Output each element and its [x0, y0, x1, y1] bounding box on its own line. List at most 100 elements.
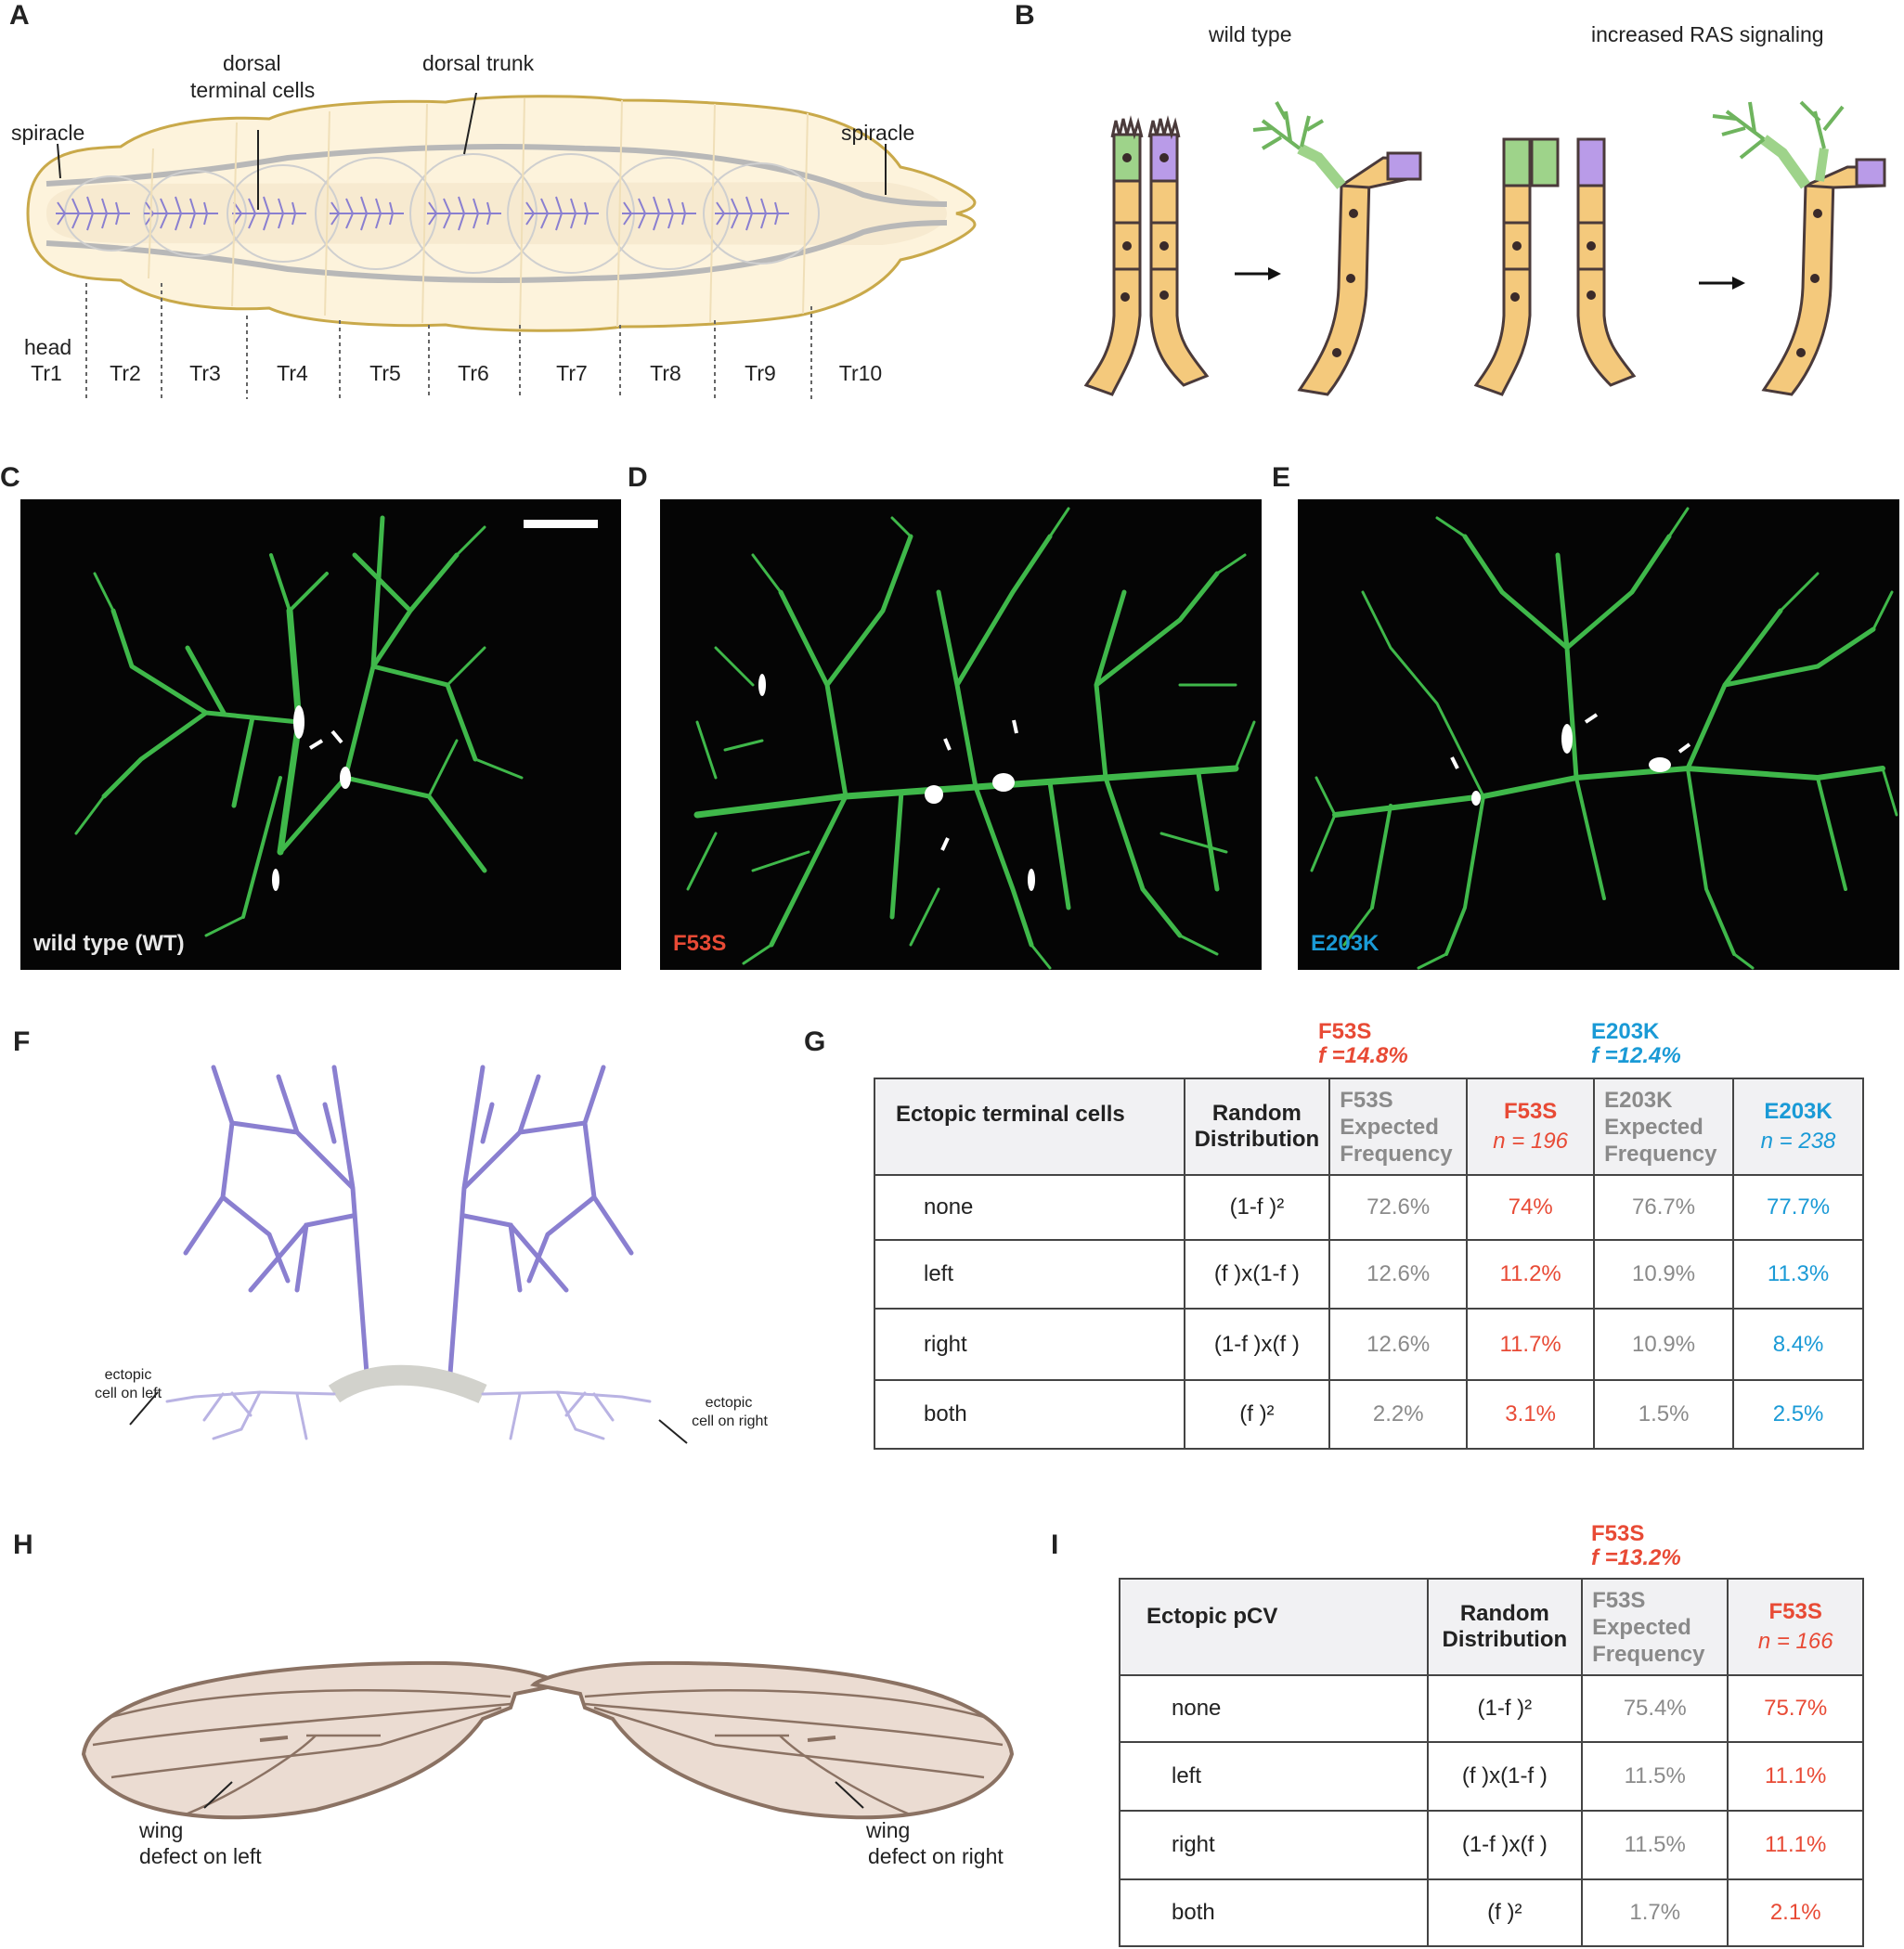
panel-label-d: D: [628, 462, 648, 493]
g-header-ectopic: Ectopic terminal cells: [874, 1078, 1185, 1176]
label-increased-ras: increased RAS signaling: [1591, 22, 1824, 46]
row-formula: (f )x(1-f ): [1183, 1239, 1331, 1310]
segment-label: Tr10: [838, 361, 883, 385]
row-f53s-observed: 11.2%: [1466, 1239, 1596, 1310]
panel-label-e: E: [1272, 462, 1291, 493]
panel-label-g: G: [804, 1026, 826, 1057]
i-header-ectopic: Ectopic pCV: [1119, 1578, 1429, 1676]
row-e203k-expected: 1.5%: [1593, 1379, 1735, 1450]
row-e203k-expected: 10.9%: [1593, 1308, 1735, 1381]
panel-label-i: I: [1051, 1530, 1059, 1560]
wing-left: [81, 1660, 566, 1820]
row-formula: (f )²: [1426, 1878, 1584, 1947]
panel-label-a: A: [9, 0, 30, 31]
label-spiracle-left: spiracle: [11, 121, 85, 145]
row-e203k-observed: 77.7%: [1732, 1174, 1864, 1241]
g-e203k-name: E203K: [1591, 1019, 1660, 1044]
row-e203k-observed: 8.4%: [1732, 1308, 1864, 1381]
row-f53s-observed: 11.1%: [1727, 1741, 1864, 1812]
table-row: none (1-f )² 75.4% 75.7%: [1119, 1674, 1864, 1743]
row-f53s-observed: 11.7%: [1466, 1308, 1596, 1381]
label-wing-left-1: wing: [139, 1818, 184, 1842]
label-terminal-cells: terminal cells: [190, 78, 316, 102]
micrograph-label-e203k: E203K: [1311, 931, 1379, 956]
row-label: both: [1119, 1878, 1429, 1947]
branching-diagram: [1083, 100, 1886, 396]
i-f53s-name: F53S: [1591, 1521, 1645, 1546]
i-f53s-f: f =13.2%: [1591, 1545, 1681, 1570]
row-formula: (1-f )x(f ): [1426, 1810, 1584, 1880]
row-label: none: [874, 1174, 1185, 1241]
row-e203k-expected: 10.9%: [1593, 1239, 1735, 1310]
micrograph-f53s: F53S: [660, 499, 1262, 970]
label-wild-type: wild type: [1209, 22, 1292, 46]
row-e203k-observed: 2.5%: [1732, 1379, 1864, 1450]
segment-label: Tr3: [189, 361, 221, 385]
row-label: right: [1119, 1810, 1429, 1880]
row-f53s-observed: 3.1%: [1466, 1379, 1596, 1450]
segment-label: Tr5: [369, 361, 401, 385]
panel-label-h: H: [13, 1530, 33, 1560]
segment-label: Tr2: [110, 361, 141, 385]
table-row: right (1-f )x(f ) 12.6% 11.7% 10.9% 8.4%: [874, 1308, 1864, 1381]
row-label: left: [1119, 1741, 1429, 1812]
g-e203k-f: f =12.4%: [1591, 1043, 1681, 1068]
row-f53s-expected: 75.4%: [1581, 1674, 1729, 1743]
row-f53s-expected: 11.5%: [1581, 1810, 1729, 1880]
row-label: both: [874, 1379, 1185, 1450]
row-f53s-observed: 2.1%: [1727, 1878, 1864, 1947]
segment-label: Tr7: [556, 361, 588, 385]
segment-label: Tr1: [31, 361, 62, 385]
row-label: left: [874, 1239, 1185, 1310]
dorsal-trunk-upper: [45, 144, 948, 207]
table-row: left (f )x(1-f ) 12.6% 11.2% 10.9% 11.3%: [874, 1239, 1864, 1310]
panel-label-c: C: [0, 462, 20, 493]
row-formula: (f )x(1-f ): [1426, 1741, 1584, 1812]
row-f53s-observed: 74%: [1466, 1174, 1596, 1241]
segment-label: Tr6: [458, 361, 489, 385]
panel-label-f: F: [13, 1026, 31, 1057]
scale-bar-icon: [524, 520, 598, 528]
row-e203k-expected: 76.7%: [1593, 1174, 1735, 1241]
label-ectopic-left-1: ectopic: [104, 1367, 152, 1383]
label-ectopic-right-1: ectopic: [705, 1395, 753, 1411]
row-label: none: [1119, 1674, 1429, 1743]
panel-label-b: B: [1015, 0, 1035, 31]
row-formula: (1-f )x(f ): [1183, 1308, 1331, 1381]
row-f53s-expected: 12.6%: [1328, 1308, 1469, 1381]
label-spiracle-right: spiracle: [841, 121, 915, 145]
table-row: both (f )² 1.7% 2.1%: [1119, 1878, 1864, 1947]
dorsal-trunk-lower: [45, 220, 948, 283]
micrograph-e203k: E203K: [1298, 499, 1899, 970]
segment-label: Tr4: [277, 361, 308, 385]
segment-label: Tr9: [745, 361, 776, 385]
label-dorsal: dorsal: [223, 51, 281, 75]
g-f53s-f: f =14.8%: [1318, 1043, 1408, 1068]
segment-dividers: [85, 283, 812, 399]
g-f53s-name: F53S: [1318, 1019, 1372, 1044]
row-formula: (1-f )²: [1426, 1674, 1584, 1743]
table-row: both (f )² 2.2% 3.1% 1.5% 2.5%: [874, 1379, 1864, 1450]
ectopic-cell-diagram: [129, 1065, 688, 1444]
row-f53s-expected: 12.6%: [1328, 1239, 1469, 1310]
label-head: head: [24, 335, 72, 359]
label-wing-right-2: defect on right: [868, 1844, 1004, 1868]
row-formula: (1-f )²: [1183, 1174, 1331, 1241]
wing-diagram: [81, 1660, 1015, 1820]
table-row: none (1-f )² 72.6% 74% 76.7% 77.7%: [874, 1174, 1864, 1241]
label-ectopic-right-2: cell on right: [692, 1413, 768, 1429]
row-f53s-expected: 2.2%: [1328, 1379, 1469, 1450]
row-f53s-observed: 11.1%: [1727, 1810, 1864, 1880]
label-wing-left-2: defect on left: [139, 1844, 262, 1868]
row-e203k-observed: 11.3%: [1732, 1239, 1864, 1310]
row-f53s-expected: 1.7%: [1581, 1878, 1729, 1947]
